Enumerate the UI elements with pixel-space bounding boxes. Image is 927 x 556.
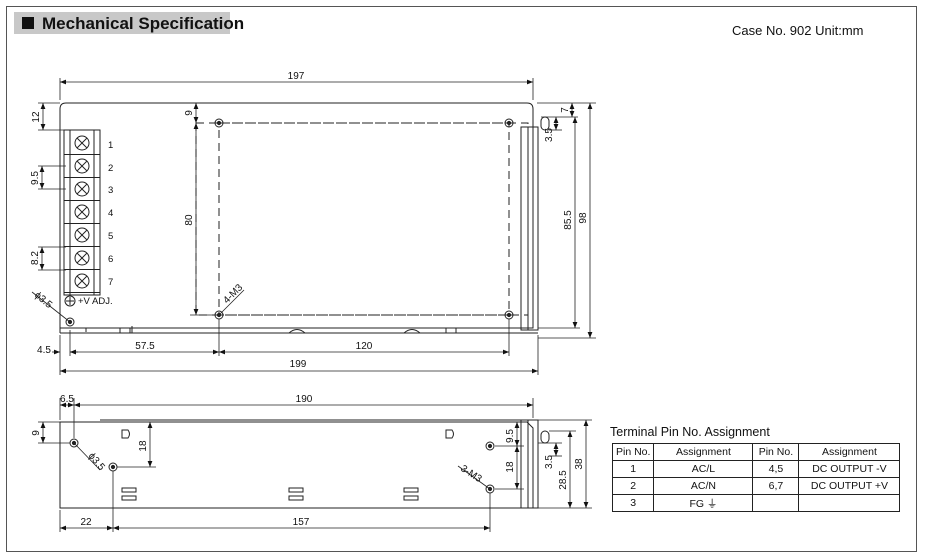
top-view bbox=[59, 102, 550, 334]
table-cell bbox=[798, 494, 901, 512]
dim-6-5: 6.5 bbox=[60, 394, 74, 405]
dim-9-5-side: 9.5 bbox=[505, 429, 516, 443]
dim-4-5: 4.5 bbox=[37, 345, 51, 356]
dim-12: 12 bbox=[31, 111, 42, 123]
table-cell: FG ⏚ bbox=[653, 494, 754, 512]
table-cell bbox=[752, 494, 800, 512]
adj-label: +V ADJ. bbox=[78, 296, 113, 307]
table-cell: 1 bbox=[611, 460, 655, 478]
dim-9-side: 9 bbox=[31, 430, 42, 436]
side-hole-screw-right-top bbox=[485, 441, 495, 451]
terminal-screw-icon bbox=[64, 250, 100, 270]
dim-4-m3: 4-M3 bbox=[221, 282, 245, 306]
table-cell: 6,7 bbox=[752, 477, 800, 495]
terminal-number: 4 bbox=[108, 208, 113, 219]
mounting-hole-pattern bbox=[195, 122, 529, 316]
table-row: 1 AC/L 4,5 DC OUTPUT -V bbox=[611, 460, 901, 478]
terminal-number: 6 bbox=[108, 254, 113, 265]
side-view-outline bbox=[59, 421, 534, 509]
section-bullet-icon bbox=[22, 17, 34, 29]
terminal-number: 7 bbox=[108, 277, 113, 288]
case-number-unit: Case No. 902 Unit:mm bbox=[732, 23, 864, 38]
table-cell: 4,5 bbox=[752, 460, 800, 478]
mount-hole-tl bbox=[214, 118, 224, 128]
drawing-frame bbox=[6, 6, 917, 552]
dim-3-5-side: 3.5 bbox=[544, 455, 555, 469]
dim-38: 38 bbox=[574, 458, 585, 470]
side-slot-right bbox=[445, 429, 454, 439]
side-hole-screw-left bbox=[108, 462, 118, 472]
column-header: Pin No. bbox=[752, 443, 800, 461]
dim-3-5-top: 3.5 bbox=[544, 128, 555, 142]
terminal-number: 5 bbox=[108, 231, 113, 242]
table-cell: DC OUTPUT -V bbox=[798, 460, 901, 478]
pin-table-caption: Terminal Pin No. Assignment bbox=[610, 425, 770, 439]
dim-120: 120 bbox=[356, 341, 373, 352]
dim-8-2: 8.2 bbox=[30, 251, 41, 265]
terminal-screw-icon bbox=[64, 181, 100, 201]
dim-hole-diameter-top: ϕ3.5 bbox=[32, 290, 54, 311]
side-view bbox=[59, 419, 550, 509]
dim-199: 199 bbox=[290, 359, 307, 370]
dim-9-top: 9 bbox=[184, 110, 195, 116]
side-right-bracket bbox=[520, 419, 539, 509]
pin-assignment-table: Pin No. Assignment Pin No. Assignment 1 … bbox=[611, 443, 901, 512]
dim-hole-diameter-side: ϕ3.5 bbox=[86, 451, 107, 473]
table-row: 2 AC/N 6,7 DC OUTPUT +V bbox=[611, 477, 901, 495]
terminal-screw-icon bbox=[64, 227, 100, 247]
dim-80: 80 bbox=[184, 214, 195, 226]
vent bbox=[288, 487, 304, 493]
table-cell: 2 bbox=[611, 477, 655, 495]
vent bbox=[288, 495, 304, 501]
dim-22: 22 bbox=[80, 517, 92, 528]
dim-18-right: 18 bbox=[505, 461, 516, 473]
terminal-numbers: 1 2 3 4 5 6 7 bbox=[108, 140, 113, 288]
right-bracket bbox=[520, 126, 539, 331]
column-header: Assignment bbox=[653, 443, 754, 461]
table-cell: AC/L bbox=[653, 460, 754, 478]
dim-18-left: 18 bbox=[138, 440, 149, 452]
column-header: Assignment bbox=[798, 443, 901, 461]
table-cell: DC OUTPUT +V bbox=[798, 477, 901, 495]
terminal-screw-icon bbox=[64, 204, 100, 224]
dim-9-5: 9.5 bbox=[30, 171, 41, 185]
side-slot-left bbox=[121, 429, 130, 439]
terminal-number: 1 bbox=[108, 140, 113, 151]
vent bbox=[121, 487, 137, 493]
dim-7: 7 bbox=[560, 107, 571, 113]
terminal-number: 3 bbox=[108, 185, 113, 196]
dim-98: 98 bbox=[578, 212, 589, 224]
top-view-labels: 197 12 9 80 9.5 8.2 7 3.5 85.5 98 4.5 57… bbox=[30, 71, 589, 370]
table-cell: 3 bbox=[611, 494, 655, 512]
mount-hole-tr bbox=[504, 118, 514, 128]
dim-190: 190 bbox=[296, 394, 313, 405]
side-view-dimensions bbox=[38, 398, 592, 532]
side-right-slot bbox=[540, 430, 550, 444]
top-view-dimensions bbox=[31, 78, 596, 375]
table-row: 3 FG ⏚ bbox=[611, 494, 901, 512]
dim-85-5: 85.5 bbox=[563, 210, 574, 230]
section-header-bar bbox=[14, 12, 230, 34]
dim-57-5: 57.5 bbox=[135, 341, 155, 352]
table-header-row: Pin No. Assignment Pin No. Assignment bbox=[611, 443, 901, 461]
column-header: Pin No. bbox=[611, 443, 655, 461]
vent bbox=[121, 495, 137, 501]
terminal-screw-icon bbox=[64, 158, 100, 178]
dim-28-5: 28.5 bbox=[558, 470, 569, 490]
terminal-screw-icon bbox=[64, 135, 100, 155]
adj-pot-icon bbox=[64, 295, 76, 307]
dim-197: 197 bbox=[288, 71, 305, 82]
terminal-screw-icon bbox=[64, 273, 100, 293]
top-view-outline bbox=[59, 102, 534, 329]
vent bbox=[403, 495, 419, 501]
vent bbox=[403, 487, 419, 493]
section-title: Mechanical Specification bbox=[42, 14, 245, 33]
terminal-number: 2 bbox=[108, 163, 113, 174]
table-cell: AC/N bbox=[653, 477, 754, 495]
dim-157: 157 bbox=[293, 517, 310, 528]
terminal-block bbox=[63, 129, 101, 296]
